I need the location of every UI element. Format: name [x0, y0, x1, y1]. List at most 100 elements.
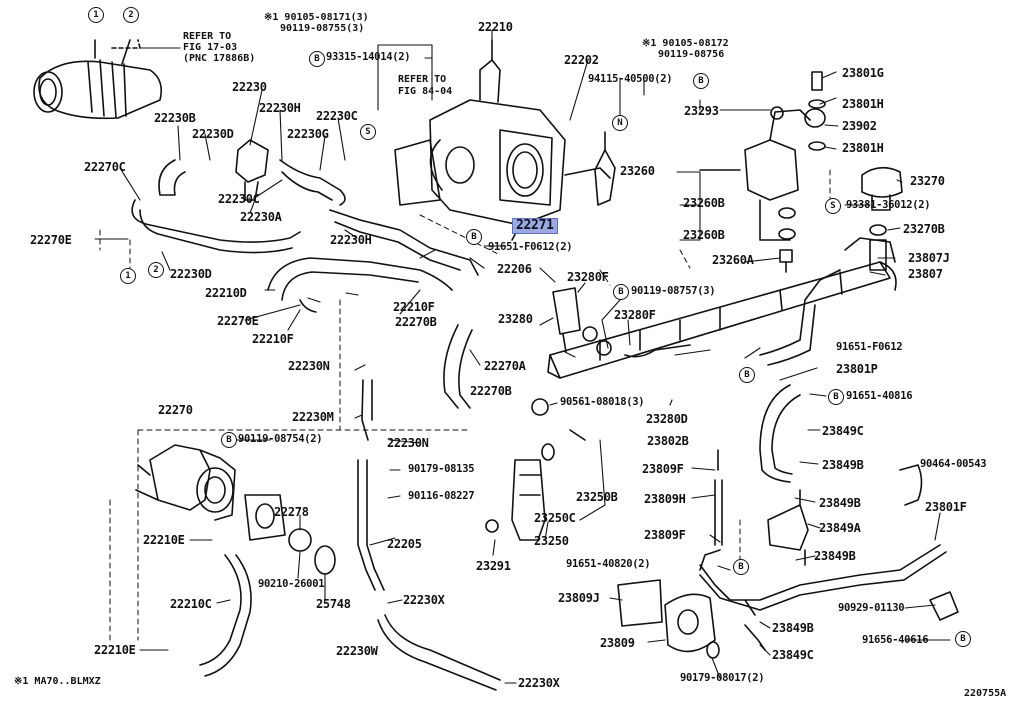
part-label[interactable]: 90119-08757(3) [631, 285, 716, 297]
part-label-highlighted[interactable]: 22271 [512, 218, 558, 234]
part-label[interactable]: 91651-F0612 [836, 341, 903, 353]
part-label[interactable]: 22230W [336, 644, 378, 658]
part-label[interactable]: 23250B [576, 490, 618, 504]
part-label[interactable]: 23807J [908, 251, 950, 265]
part-label[interactable]: 91651-F0612(2) [488, 241, 573, 253]
symbol-s: S [825, 198, 841, 214]
part-label[interactable]: 22230M [292, 410, 334, 424]
part-label[interactable]: 22270 [158, 403, 193, 417]
part-label[interactable]: 23809H [644, 492, 686, 506]
part-label[interactable]: 25748 [316, 597, 351, 611]
part-label[interactable]: 23801H [842, 141, 884, 155]
part-label[interactable]: 23260B [683, 196, 725, 210]
part-label[interactable]: 23849C [822, 424, 864, 438]
part-label[interactable]: 23849A [819, 521, 861, 535]
part-label[interactable]: 23801H [842, 97, 884, 111]
part-label[interactable]: 22202 [564, 53, 599, 67]
part-label[interactable]: 90210-26001 [258, 578, 325, 590]
part-label[interactable]: 23291 [476, 559, 511, 573]
part-label[interactable]: 23802B [647, 434, 689, 448]
part-label[interactable]: 22230N [387, 436, 429, 450]
part-label[interactable]: 23801G [842, 66, 884, 80]
part-label[interactable]: 22230H [259, 101, 301, 115]
part-label[interactable]: 23801P [836, 362, 878, 376]
symbol-b: B [828, 389, 844, 405]
part-label[interactable]: 23270B [903, 222, 945, 236]
part-label[interactable]: 22230G [287, 127, 329, 141]
note-refer-fig-17-03: REFER TO FIG 17-03 (PNC 17886B) [183, 31, 255, 64]
part-label[interactable]: 22270A [484, 359, 526, 373]
part-label[interactable]: 23801F [925, 500, 967, 514]
part-label[interactable]: 22206 [497, 262, 532, 276]
part-label[interactable]: 22230D [170, 267, 212, 281]
part-label[interactable]: 22230N [288, 359, 330, 373]
part-label[interactable]: 22270C [84, 160, 126, 174]
part-label[interactable]: 23809F [642, 462, 684, 476]
part-label[interactable]: 91651-40816 [846, 390, 913, 402]
part-label[interactable]: 23849C [772, 648, 814, 662]
part-label[interactable]: 23250 [534, 534, 569, 548]
part-label[interactable]: 22205 [387, 537, 422, 551]
part-label[interactable]: 22270E [30, 233, 72, 247]
part-label[interactable]: 93381-36012(2) [846, 199, 931, 211]
part-label[interactable]: 23260A [712, 253, 754, 267]
part-label[interactable]: 91651-40820(2) [566, 558, 651, 570]
part-label[interactable]: 22210E [143, 533, 185, 547]
part-label[interactable]: 90464-00543 [920, 458, 987, 470]
part-label[interactable]: 22230X [518, 676, 560, 690]
note-line: 90119-08756 [658, 49, 725, 60]
part-label[interactable]: 22210E [94, 643, 136, 657]
note-line: (PNC 17886B) [183, 53, 256, 64]
part-label[interactable]: 23270 [910, 174, 945, 188]
part-label[interactable]: 23849B [772, 621, 814, 635]
part-label[interactable]: 93315-14014(2) [326, 51, 411, 63]
part-label[interactable]: 22270E [217, 314, 259, 328]
part-label[interactable]: 23293 [684, 104, 719, 118]
part-label[interactable]: 23280F [614, 308, 656, 322]
part-label[interactable]: 23807 [908, 267, 943, 281]
part-label[interactable]: 22278 [274, 505, 309, 519]
part-label[interactable]: 23849B [814, 549, 856, 563]
part-label[interactable]: 22210C [170, 597, 212, 611]
part-label[interactable]: 22210F [252, 332, 294, 346]
note-refer-fig-84-04: REFER TO FIG 84-04 [398, 74, 452, 98]
part-label[interactable]: 90929-01130 [838, 602, 905, 614]
part-label[interactable]: 23280F [567, 270, 609, 284]
part-label[interactable]: 23809 [600, 636, 635, 650]
part-label[interactable]: 90561-08018(3) [560, 396, 645, 408]
part-label[interactable]: 91656-40616 [862, 634, 929, 646]
part-label[interactable]: 94115-40500(2) [588, 73, 673, 85]
part-label[interactable]: 22210 [478, 20, 513, 34]
part-label[interactable]: 22230H [330, 233, 372, 247]
note-line: REFER TO [398, 74, 447, 85]
part-label[interactable]: 90119-08754(2) [238, 433, 323, 445]
part-label[interactable]: 22230C [218, 192, 260, 206]
part-label[interactable]: 23260B [683, 228, 725, 242]
hoses-left-drawing [131, 139, 501, 691]
part-label[interactable]: 22230C [316, 109, 358, 123]
part-label[interactable]: 90116-08227 [408, 490, 475, 502]
part-label[interactable]: 23849B [822, 458, 864, 472]
part-label[interactable]: 22230 [232, 80, 267, 94]
ref-circle-1: 1 [120, 268, 136, 284]
part-label[interactable]: 23250C [534, 511, 576, 525]
part-label[interactable]: 23260 [620, 164, 655, 178]
part-label[interactable]: 90179-08135 [408, 463, 475, 475]
part-label[interactable]: 22230A [240, 210, 282, 224]
part-label[interactable]: 23849B [819, 496, 861, 510]
part-label[interactable]: 23280D [646, 412, 688, 426]
part-label[interactable]: 90179-08017(2) [680, 672, 765, 684]
delivery-pipe-drawing [547, 237, 897, 379]
part-label[interactable]: 23902 [842, 119, 877, 133]
part-label[interactable]: 23280 [498, 312, 533, 326]
part-label[interactable]: 23809J [558, 591, 600, 605]
part-label[interactable]: 22270B [470, 384, 512, 398]
part-label[interactable]: 22210D [205, 286, 247, 300]
part-label[interactable]: 22230X [403, 593, 445, 607]
figure-id: 220755A [964, 688, 1007, 699]
part-label[interactable]: 22210F [393, 300, 435, 314]
part-label[interactable]: 22270B [395, 315, 437, 329]
part-label[interactable]: 23809F [644, 528, 686, 542]
part-label[interactable]: 22230B [154, 111, 196, 125]
part-label[interactable]: 22230D [192, 127, 234, 141]
